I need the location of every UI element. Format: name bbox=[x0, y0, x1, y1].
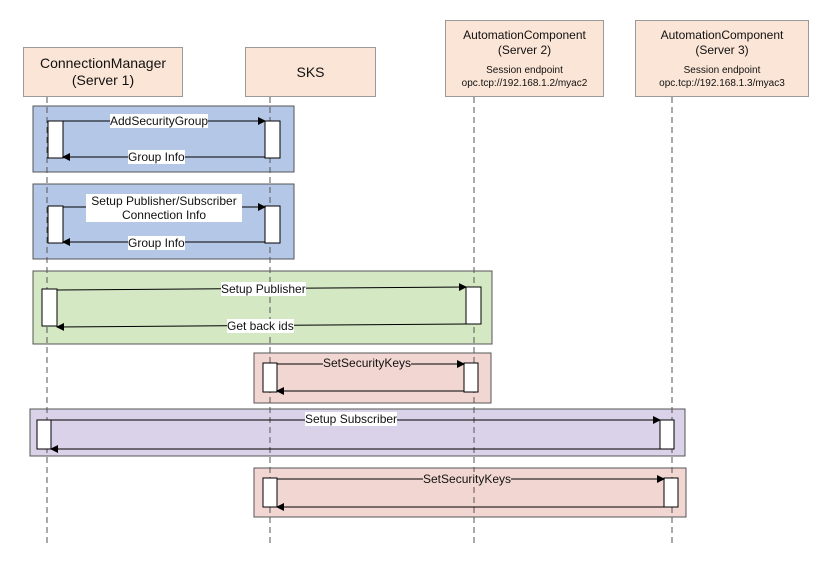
participant-ac2: AutomationComponent (Server 2) Session e… bbox=[445, 20, 604, 97]
session-endpoint-url: opc.tcp://192.168.1.3/myac3 bbox=[659, 77, 785, 89]
activation-bar bbox=[465, 286, 482, 325]
activation-bar bbox=[262, 362, 278, 393]
activation-bar bbox=[47, 120, 64, 159]
activation-bar bbox=[36, 419, 52, 450]
session-endpoint-label: Session endpoint bbox=[683, 64, 761, 76]
activation-bar bbox=[264, 120, 281, 159]
session-endpoint-label: Session endpoint bbox=[486, 64, 563, 76]
participant-ac3: AutomationComponent (Server 3) Session e… bbox=[635, 20, 809, 97]
message-label-set-security-keys-2: SetSecurityKeys bbox=[423, 472, 512, 486]
message-label-line: Connection Info bbox=[121, 208, 207, 222]
message-label-set-security-keys-1: SetSecurityKeys bbox=[323, 356, 412, 370]
participant-server: (Server 2) bbox=[497, 42, 552, 57]
participant-server: (Server 3) bbox=[695, 42, 749, 57]
activation-bar bbox=[264, 205, 281, 244]
message-label-get-back-ids: Get back ids bbox=[227, 319, 294, 333]
activation-bar bbox=[663, 477, 679, 508]
activation-bar bbox=[41, 288, 58, 327]
message-label-group-info-2: Group Info bbox=[128, 236, 185, 250]
activation-bar bbox=[47, 205, 64, 244]
message-label-line: Setup Publisher/Subscriber bbox=[91, 194, 237, 208]
activation-bar bbox=[262, 477, 278, 508]
participant-name: ConnectionManager bbox=[39, 55, 167, 71]
message-label-setup-pubsub: Setup Publisher/Subscriber Connection In… bbox=[86, 194, 242, 222]
activation-bar bbox=[659, 419, 675, 450]
message-label-setup-publisher: Setup Publisher bbox=[221, 282, 306, 296]
participant-server: (Server 1) bbox=[71, 72, 135, 88]
participant-name: AutomationComponent bbox=[463, 27, 586, 42]
activation-bar bbox=[463, 362, 479, 393]
message-label-add-security-group: AddSecurityGroup bbox=[110, 114, 209, 128]
participant-connection-manager: ConnectionManager (Server 1) bbox=[23, 47, 183, 97]
participant-name: SKS bbox=[296, 63, 325, 80]
participant-sks: SKS bbox=[245, 47, 376, 97]
message-label-group-info-1: Group Info bbox=[128, 150, 185, 164]
message-label-setup-subscriber: Setup Subscriber bbox=[305, 412, 398, 426]
participant-name: AutomationComponent bbox=[660, 27, 784, 42]
session-endpoint-url: opc.tcp://192.168.1.2/myac2 bbox=[461, 77, 588, 89]
